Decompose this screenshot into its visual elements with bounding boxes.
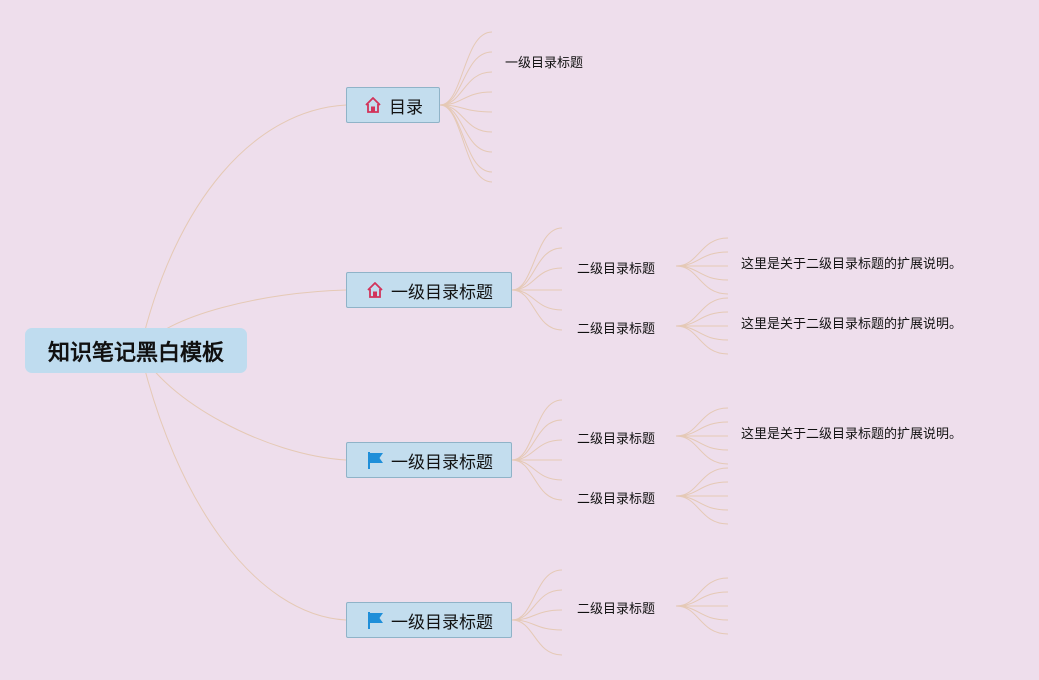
- branch-topic-2[interactable]: 一级目录标题: [346, 442, 512, 478]
- branch-fan: [511, 459, 563, 481]
- root-topic-label: 知识笔记黑白模板: [47, 340, 224, 366]
- root-connector: [139, 104, 347, 351]
- subtopic[interactable]: 二级目录标题: [577, 492, 656, 507]
- subtopic-fan: [675, 495, 729, 511]
- home-icon: [365, 97, 381, 113]
- subtopic-fan: [675, 265, 729, 295]
- subtopic-fan: [675, 495, 729, 525]
- subtopic-fan: [675, 605, 729, 635]
- branch-topic-label: 一级目录标题: [391, 452, 493, 473]
- subtopic-fan: [675, 325, 729, 355]
- flag-icon: [368, 452, 383, 469]
- subtopic-note[interactable]: 这里是关于二级目录标题的扩展说明。: [741, 317, 963, 332]
- subtopic[interactable]: 二级目录标题: [577, 602, 656, 617]
- subtopic-fan: [675, 311, 729, 327]
- branch-fan: [511, 399, 563, 461]
- branch-fan: [511, 227, 563, 291]
- branch-fan: [511, 619, 563, 656]
- subtopic-fan: [675, 591, 729, 607]
- subtopic-fan: [675, 605, 729, 621]
- branch-fan: [511, 609, 563, 621]
- branch-fan: [511, 569, 563, 621]
- subtopic[interactable]: 一级目录标题: [505, 56, 584, 71]
- branch-fan: [511, 267, 563, 291]
- branch-fan: [439, 71, 493, 106]
- branch-fan: [439, 104, 493, 173]
- subtopic[interactable]: 二级目录标题: [577, 432, 656, 447]
- subtopic-fan: [675, 265, 729, 281]
- root-connector: [139, 349, 347, 621]
- branch-topic-3[interactable]: 一级目录标题: [346, 602, 512, 638]
- branch-fan: [511, 247, 563, 291]
- subtopic-fan: [675, 325, 729, 341]
- branch-fan: [511, 459, 563, 501]
- flag-icon: [368, 612, 383, 629]
- branch-fan: [511, 289, 563, 311]
- branch-fan: [511, 419, 563, 461]
- branch-fan: [439, 104, 493, 153]
- branch-fan: [439, 104, 493, 183]
- subtopic-note[interactable]: 这里是关于二级目录标题的扩展说明。: [741, 427, 963, 442]
- branch-topic-toc[interactable]: 目录: [346, 87, 440, 123]
- subtopic-fan: [675, 421, 729, 437]
- branch-fan: [439, 31, 493, 106]
- subtopic[interactable]: 二级目录标题: [577, 262, 656, 277]
- branch-topic-1[interactable]: 一级目录标题: [346, 272, 512, 308]
- root-topic[interactable]: 知识笔记黑白模板: [25, 328, 247, 373]
- branch-topic-label: 一级目录标题: [391, 282, 493, 303]
- branch-fan: [511, 289, 563, 331]
- subtopic-fan: [675, 481, 729, 497]
- subtopic-fan: [675, 435, 729, 465]
- subtopic-fan: [675, 251, 729, 267]
- branch-fan: [439, 91, 493, 106]
- subtopic-fan: [675, 435, 729, 451]
- branch-fan: [511, 589, 563, 621]
- branch-topic-label: 一级目录标题: [391, 612, 493, 633]
- branch-fan: [511, 439, 563, 461]
- home-icon: [367, 282, 383, 298]
- branch-fan: [439, 51, 493, 106]
- branch-topic-label: 目录: [389, 97, 423, 118]
- subtopic-note[interactable]: 这里是关于二级目录标题的扩展说明。: [741, 257, 963, 272]
- subtopic[interactable]: 二级目录标题: [577, 322, 656, 337]
